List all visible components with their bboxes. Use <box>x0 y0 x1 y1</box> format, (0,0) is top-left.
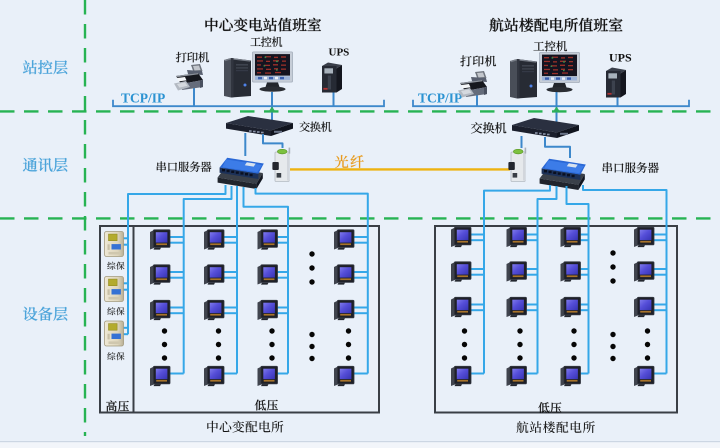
svg-text:TCP/IP: TCP/IP <box>418 91 462 106</box>
svg-text:UPS: UPS <box>329 47 350 59</box>
svg-text:UPS: UPS <box>609 51 632 65</box>
svg-text:TCP/IP: TCP/IP <box>121 91 165 106</box>
